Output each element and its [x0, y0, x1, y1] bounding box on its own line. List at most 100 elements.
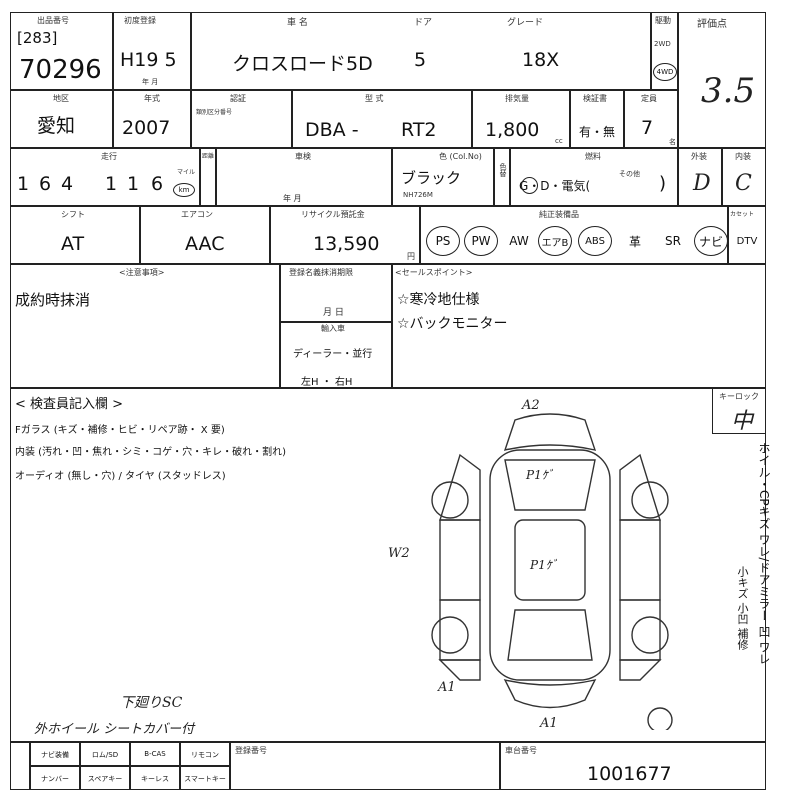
import-handle: 左H ・ 右H — [301, 377, 353, 388]
first-reg-cell: 初度登録 H19 5 年 月 — [113, 12, 191, 90]
year-label: 年式 — [144, 94, 160, 103]
mileage-unit-label: マイル — [177, 169, 196, 176]
mileage-digit-3: 4 — [61, 173, 74, 195]
mileage-digit-2: 6 — [39, 173, 52, 195]
car-name: クロスロード5D — [232, 53, 373, 75]
regno-label: 登録番号 — [235, 746, 267, 755]
doors-value: 5 — [414, 49, 427, 71]
bottom-grid-label: ロム/SD — [91, 751, 119, 759]
right-margin-text: ホイル・CPキズ ワレ/ドアミラー 凹 ワレ — [757, 442, 771, 666]
inspector-line-2: 内装 (汚れ・凹・焦れ・シミ・コゲ・穴・キレ・破れ・割れ) — [15, 447, 286, 458]
import-cell: 輸入車 ディーラー・並行 左H ・ 右H — [280, 322, 392, 388]
diagram-mark-side: A1 — [438, 680, 456, 695]
bottom-grid-cell: スマートキー — [180, 766, 230, 790]
equipment-label: 純正装備品 — [539, 210, 579, 219]
exterior-cell: 外装 D — [678, 148, 722, 206]
left-door-panel — [439, 519, 481, 601]
recycle-label: リサイクル預託金 — [301, 210, 365, 219]
recycle-value: 13,590 — [313, 233, 380, 255]
mileage-cell: 走行 マイル 1 6 4 1 1 6 km — [10, 148, 200, 206]
equipment-cell: 純正装備品 — [420, 206, 728, 264]
shift-cell: シフト AT — [10, 206, 140, 264]
bottom-grid-cell: ナンバー — [30, 766, 80, 790]
first-reg-value: H19 5 — [120, 49, 177, 71]
inspect-date-unit: 年 月 — [283, 194, 302, 203]
car-diagram — [431, 413, 673, 730]
rear-left-wheel — [431, 616, 469, 654]
fuel-g-circle — [521, 177, 538, 194]
sales-point-1: ☆寒冷地仕様 — [397, 292, 480, 308]
kyori-cell: 距離 — [200, 148, 216, 206]
front-bumper-shape — [503, 413, 597, 451]
equipment-item: DTV — [736, 235, 758, 247]
hood-shape — [504, 459, 596, 511]
score-cell: 評価点 3.5 — [678, 12, 766, 148]
area-cell: 地区 愛知 — [10, 90, 113, 148]
mileage-digit-5: 1 — [127, 173, 140, 195]
inspector-area: < 検査員記入欄 > Fガラス (キズ・補修・ヒビ・リペア跡・ X 要) 内装 … — [10, 388, 766, 742]
door-label: ドア — [414, 18, 433, 28]
bottom-grid-label: スマートキー — [184, 775, 226, 783]
cassette-label: カセット — [730, 211, 755, 218]
inspection-label: 検証書 — [583, 94, 607, 103]
aircon-label: エアコン — [181, 210, 213, 219]
recycle-unit: 円 — [407, 252, 415, 261]
equipment-item: ナビ — [694, 226, 728, 256]
bottom-grid-cell: ナビ装備 — [30, 742, 80, 766]
equipment-item: PS — [426, 226, 460, 256]
notes-label: <注意事項> — [119, 268, 165, 277]
import-label: 輸入車 — [321, 324, 345, 333]
import-text: ディーラー・並行 — [293, 349, 373, 360]
spare-tire-circle — [647, 707, 673, 730]
kyori-label: 距離 — [202, 153, 215, 160]
chassis-cell: 車台番号 1001677 — [500, 742, 766, 790]
inspection-value: 有・無 — [579, 125, 616, 139]
mileage-label: 走行 — [101, 152, 117, 161]
keylock-cell: キーロック 中 — [712, 388, 766, 434]
color-change-cell: 色替 — [494, 148, 510, 206]
drive-label: 駆動 — [655, 16, 671, 25]
chassis-label: 車台番号 — [505, 746, 537, 755]
aircon-value: AAC — [185, 233, 225, 255]
right-fender-shape — [619, 453, 661, 521]
mileage-digit-1: 1 — [17, 173, 30, 195]
lot-prefix: [283] — [17, 29, 58, 47]
trunk-shape — [507, 609, 593, 661]
inspect-date-label: 車検 — [295, 152, 311, 161]
equipment-item: SR — [665, 234, 681, 248]
exterior-grade: D — [693, 171, 711, 196]
left-fender-shape — [439, 453, 481, 521]
bottom-grid-label: スペアキー — [87, 775, 123, 783]
diagram-mark-front: A2 — [522, 398, 540, 413]
bottom-grid-cell: B-CAS — [130, 742, 180, 766]
bottom-grid-cell: キーレス — [130, 766, 180, 790]
grade-label: グレード — [507, 18, 544, 28]
displacement-unit: cc — [555, 137, 563, 145]
diagram-mark-roof: P1ｹﾞ — [530, 558, 558, 572]
capacity-cell: 定員 7 名 — [624, 90, 678, 148]
equipment-item: ABS — [578, 226, 612, 256]
sales-point-2: ☆バックモニター — [397, 316, 508, 332]
capacity-unit: 名 — [669, 138, 676, 146]
aircon-cell: エアコン AAC — [140, 206, 270, 264]
interior-grade: C — [735, 171, 752, 196]
score-value: 3.5 — [701, 71, 756, 111]
first-reg-unit: 年 月 — [142, 78, 159, 86]
bottom-grid-label: リモコン — [191, 751, 219, 759]
color-cell: 色 (Col.No) ブラック NH726M — [392, 148, 494, 206]
notes-text: 成約時抹消 — [15, 291, 91, 309]
shift-label: シフト — [61, 210, 85, 219]
right-door-panel — [619, 519, 661, 601]
diagram-mark-left: W2 — [388, 546, 410, 561]
color-name: ブラック — [401, 169, 462, 187]
inspector-line-1: Fガラス (キズ・補修・ヒビ・リペア跡・ X 要) — [15, 425, 225, 436]
fuel-close: ) — [659, 173, 667, 194]
drive-4wd-circled: 4WD — [653, 63, 677, 81]
chassis-number: 1001677 — [587, 763, 672, 785]
reg-deadline-cell: 登録名義抹消期限 月 日 — [280, 264, 392, 322]
right-margin-small: 小キズ 小凹 補修 — [736, 566, 749, 650]
model-code: RT2 — [401, 119, 437, 141]
area-value: 愛知 — [37, 115, 76, 137]
inspection-cell: 検証書 有・無 — [570, 90, 624, 148]
model-cell: 型 式 DBA - RT2 — [292, 90, 472, 148]
